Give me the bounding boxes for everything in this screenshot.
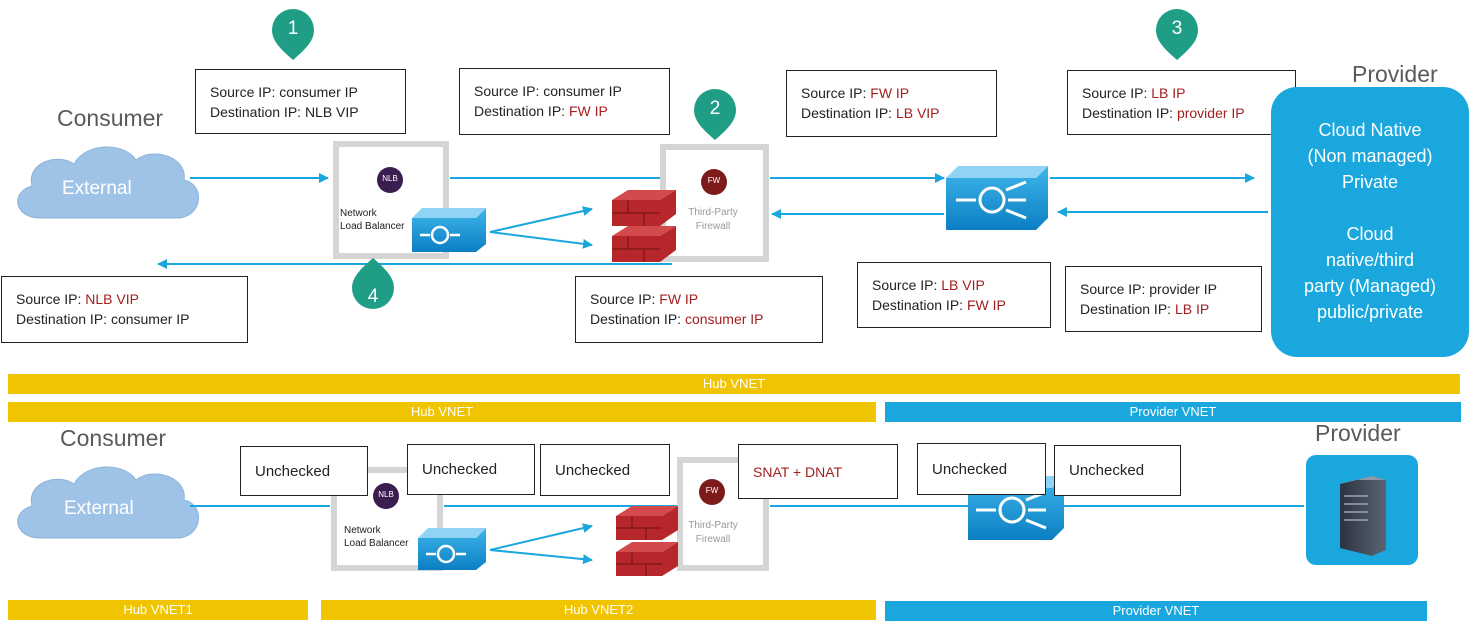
- ip-box-4: Source IP: LB IP Destination IP: provide…: [1067, 70, 1296, 135]
- state-box-5: Unchecked: [917, 443, 1046, 495]
- firewall-bricks-icon-top: [612, 190, 676, 262]
- nlb-badge-top: NLB: [382, 174, 398, 183]
- provider-label-bottom: Provider: [1315, 420, 1401, 446]
- ip-box-1: Source IP: consumer IP Destination IP: N…: [195, 69, 406, 134]
- flow-lines-bottom: [190, 505, 1304, 565]
- provider-cloud-block: Cloud Native (Non managed) Private Cloud…: [1271, 87, 1469, 357]
- fw-badge-bottom: FW: [705, 486, 719, 495]
- fw-badge-top: FW: [707, 176, 721, 185]
- firewall-block-top: [660, 144, 769, 262]
- load-balancer-icon-bottom-small: [418, 528, 486, 570]
- load-balancer-icon-top-small: [412, 208, 486, 252]
- state-box-3: Unchecked: [540, 444, 670, 496]
- arrow-lb-fan-up: [489, 206, 593, 233]
- consumer-label-bottom: Consumer: [60, 425, 167, 451]
- hub-vnet-bar: Hub VNET: [8, 374, 1460, 394]
- state-box-6: Unchecked: [1054, 445, 1181, 496]
- marker-4-label: 4: [367, 286, 379, 307]
- load-balancer-icon-top-large: [946, 166, 1048, 230]
- external-cloud-top: [17, 146, 199, 219]
- server-icon: [1306, 455, 1418, 565]
- hub-vnet-bar-2: Hub VNET: [8, 402, 876, 422]
- nlb-badge-bottom: NLB: [378, 490, 394, 499]
- hub-vnet2-bar: Hub VNET2: [321, 600, 876, 620]
- marker-1: [272, 9, 314, 60]
- provider-vnet-bar: Provider VNET: [885, 402, 1461, 422]
- ip-box-6: Source IP: FW IP Destination IP: consume…: [575, 276, 823, 343]
- arrow-lb-fan-down: [489, 231, 593, 249]
- provider-vnet-bar-bottom: Provider VNET: [885, 601, 1427, 621]
- state-box-4: SNAT + DNAT: [738, 444, 898, 499]
- external-label-top: External: [62, 178, 132, 199]
- state-box-1: Unchecked: [240, 446, 368, 496]
- marker-1-label: 1: [287, 18, 299, 39]
- consumer-label-top: Consumer: [57, 105, 164, 131]
- firewall-bricks-icon-bottom: [616, 506, 678, 576]
- state-box-2: Unchecked: [407, 444, 535, 495]
- marker-3: [1156, 9, 1198, 60]
- ip-box-5: Source IP: NLB VIP Destination IP: consu…: [1, 276, 248, 343]
- ip-box-2: Source IP: consumer IP Destination IP: F…: [459, 68, 670, 135]
- marker-4: [352, 258, 394, 309]
- external-cloud-bottom: [17, 466, 199, 539]
- hub-vnet1-bar: Hub VNET1: [8, 600, 308, 620]
- ip-box-7: Source IP: LB VIP Destination IP: FW IP: [857, 262, 1051, 328]
- ip-box-3: Source IP: FW IP Destination IP: LB VIP: [786, 70, 997, 137]
- marker-3-label: 3: [1171, 18, 1183, 39]
- ip-box-8: Source IP: provider IP Destination IP: L…: [1065, 266, 1262, 332]
- marker-2: [694, 89, 736, 140]
- external-label-bottom: External: [64, 498, 134, 519]
- marker-2-label: 2: [709, 98, 721, 119]
- provider-label-top: Provider: [1352, 61, 1438, 87]
- flow-arrows-top: [157, 173, 1268, 269]
